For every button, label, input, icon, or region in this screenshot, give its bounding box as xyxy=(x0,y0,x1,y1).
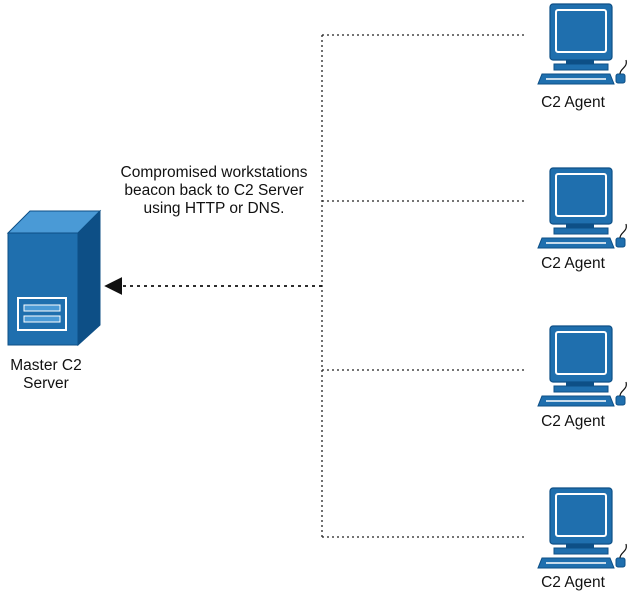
computer-icon xyxy=(537,3,628,85)
computer-icon xyxy=(537,487,628,569)
server-icon xyxy=(6,209,102,347)
agent-label: C2 Agent xyxy=(541,255,605,272)
annotation-text: Compromised workstations beacon back to … xyxy=(121,164,308,218)
computer-icon xyxy=(537,167,628,249)
server-label: Master C2 Server xyxy=(10,357,82,393)
connectors xyxy=(104,34,525,538)
agent-label: C2 Agent xyxy=(541,413,605,430)
computer-icon xyxy=(537,325,628,407)
agent-label: C2 Agent xyxy=(541,574,605,591)
annotation-line: using HTTP or DNS. xyxy=(143,200,285,217)
server-label-line: Master C2 xyxy=(10,357,82,374)
annotation-line: beacon back to C2 Server xyxy=(124,182,304,199)
annotation-line: Compromised workstations xyxy=(120,164,308,181)
agent-label: C2 Agent xyxy=(541,94,605,111)
server-label-line: Server xyxy=(23,375,69,392)
